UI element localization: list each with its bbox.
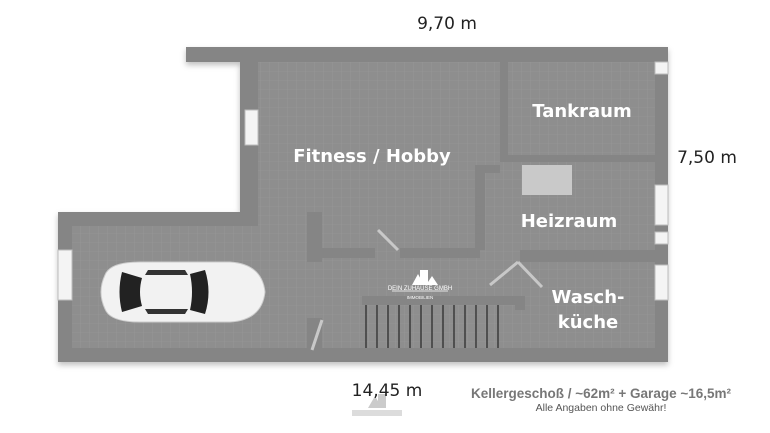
dimension-height-right: 7,50 m (677, 148, 737, 168)
door-swings (310, 228, 544, 351)
fitness-door-opening (375, 248, 400, 260)
room-label-heizraum: Heizraum (521, 211, 618, 232)
window (654, 61, 669, 75)
dimension-width-bottom: 14,45 m (352, 381, 423, 401)
car-icon (100, 261, 266, 323)
garage-door-opening (307, 262, 322, 318)
window (57, 249, 73, 301)
window (654, 184, 669, 226)
window (244, 109, 259, 146)
logo-subtitle: IMMOBILIEN (407, 295, 434, 300)
windows (57, 61, 669, 301)
heiz-door-opening (480, 250, 520, 262)
window (654, 264, 669, 301)
company-logo-small (352, 394, 402, 416)
staircase (365, 305, 499, 348)
boiler-unit (522, 165, 572, 195)
room-label-wasch-line1: Wasch- (551, 287, 624, 308)
waschkueche-floor (520, 262, 655, 348)
logo-name: DEIN ZUHAUSE GMBH (388, 286, 452, 292)
room-label-wasch-line2: küche (558, 312, 618, 333)
window (654, 231, 669, 245)
dimension-width-top: 9,70 m (417, 14, 477, 34)
fitness-floor (258, 62, 500, 250)
caption-disclaimer: Alle Angaben ohne Gewähr! (536, 402, 667, 414)
room-label-fitness: Fitness / Hobby (293, 146, 451, 167)
tankraum-floor (508, 62, 655, 155)
room-label-tankraum: Tankraum (532, 101, 631, 122)
company-logo: DEIN ZUHAUSE GMBH IMMOBILIEN (388, 270, 452, 300)
interior-walls (307, 62, 655, 348)
caption-title: Kellergeschoß / ~62m² + Garage ~16,5m² (471, 386, 732, 401)
